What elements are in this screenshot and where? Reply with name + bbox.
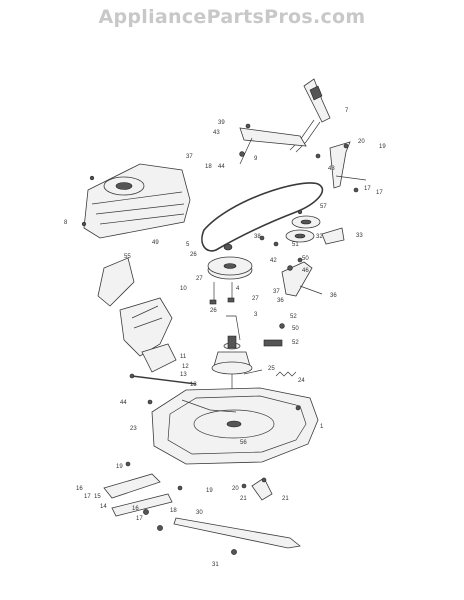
callout-12: 12 bbox=[182, 364, 189, 370]
callout-51: 52 bbox=[292, 340, 299, 346]
callout-26: 26 bbox=[190, 252, 197, 258]
callout-49b: 50 bbox=[292, 326, 299, 332]
callout-17c: 17 bbox=[136, 516, 143, 522]
callout-11: 11 bbox=[180, 354, 187, 360]
callout-50: 51 bbox=[292, 242, 299, 248]
callout-18: 17 bbox=[376, 190, 383, 196]
spring bbox=[243, 369, 297, 377]
callout-35: 37 bbox=[273, 289, 280, 295]
callout-7: 7 bbox=[345, 108, 349, 114]
callout-30: 31 bbox=[212, 562, 219, 568]
callout-17b: 17 bbox=[84, 494, 91, 500]
callout-27b: 27 bbox=[252, 296, 259, 302]
callout-21b: 21 bbox=[240, 496, 247, 502]
tension-bracket bbox=[281, 261, 323, 297]
drive-belt bbox=[201, 182, 324, 252]
callout-10: 10 bbox=[180, 286, 187, 292]
callout-19: 18 bbox=[205, 164, 212, 170]
deck-bracket-right bbox=[251, 477, 273, 501]
callout-27: 27 bbox=[196, 276, 203, 282]
callout-52: 56 bbox=[240, 440, 247, 446]
callout-46: 49 bbox=[152, 240, 159, 246]
callout-3: 3 bbox=[254, 312, 258, 318]
callout-14: 14 bbox=[100, 504, 107, 510]
callout-38: 42 bbox=[270, 258, 277, 264]
callout-57: 57 bbox=[320, 204, 327, 210]
callout-25: 25 bbox=[268, 366, 275, 372]
callout-5: 5 bbox=[186, 242, 190, 248]
callout-39: 43 bbox=[213, 130, 220, 136]
lift-bracket-right bbox=[329, 141, 367, 193]
callout-9: 9 bbox=[254, 156, 258, 162]
callout-4: 4 bbox=[236, 286, 240, 292]
belt-cover bbox=[83, 163, 191, 239]
callout-19c: 19 bbox=[206, 488, 213, 494]
callout-22: 21 bbox=[282, 496, 289, 502]
callout-43: 46 bbox=[302, 268, 309, 274]
callout-37: 39 bbox=[218, 120, 225, 126]
callout-13: 13 bbox=[180, 372, 187, 378]
callout-labels: 7 39 43 20 19 37 44 18 9 43 17 17 8 57 5… bbox=[64, 108, 386, 568]
callout-20b: 20 bbox=[232, 486, 239, 492]
spacer-bolts bbox=[209, 282, 241, 341]
callout-23: 23 bbox=[130, 426, 137, 432]
callout-42: 44 bbox=[120, 400, 127, 406]
callout-8: 8 bbox=[64, 220, 68, 226]
callout-32: 33 bbox=[356, 233, 363, 239]
callout-17: 17 bbox=[364, 186, 371, 192]
callout-26b: 26 bbox=[210, 308, 217, 314]
callout-34: 36 bbox=[277, 298, 284, 304]
idler-pulleys bbox=[285, 215, 345, 245]
callout-33: 36 bbox=[330, 293, 337, 299]
pivot-rod bbox=[129, 373, 197, 385]
callout-19b: 19 bbox=[116, 464, 123, 470]
spindle-housing bbox=[211, 335, 253, 396]
callout-1: 1 bbox=[320, 424, 324, 430]
callout-31: 32 bbox=[316, 234, 323, 240]
callout-50b: 52 bbox=[290, 314, 297, 320]
cutting-blade bbox=[173, 517, 301, 555]
gauge-wheel-bracket bbox=[103, 473, 173, 531]
callout-49: 50 bbox=[302, 256, 309, 262]
lift-handle-assembly bbox=[239, 78, 331, 165]
callout-55: 55 bbox=[124, 254, 131, 260]
callout-40: 44 bbox=[218, 164, 225, 170]
callout-16b: 16 bbox=[132, 506, 139, 512]
callout-15: 15 bbox=[94, 494, 101, 500]
callout-13b: 13 bbox=[190, 382, 197, 388]
callout-16: 16 bbox=[76, 486, 83, 492]
callout-18b: 18 bbox=[170, 508, 177, 514]
hardware-fasteners bbox=[81, 123, 321, 491]
callout-36b: 38 bbox=[254, 234, 261, 240]
spindle-pulley bbox=[207, 243, 253, 280]
callout-39b: 43 bbox=[328, 166, 335, 172]
callout-20: 19 bbox=[379, 144, 386, 150]
callout-36: 37 bbox=[186, 154, 193, 160]
callout-21: 20 bbox=[358, 139, 365, 145]
discharge-deflector bbox=[97, 257, 177, 373]
callout-24: 24 bbox=[298, 378, 305, 384]
watermark-text: AppliancePartsPros.com bbox=[98, 6, 366, 28]
mower-deck bbox=[151, 387, 319, 465]
callout-29: 30 bbox=[196, 510, 203, 516]
